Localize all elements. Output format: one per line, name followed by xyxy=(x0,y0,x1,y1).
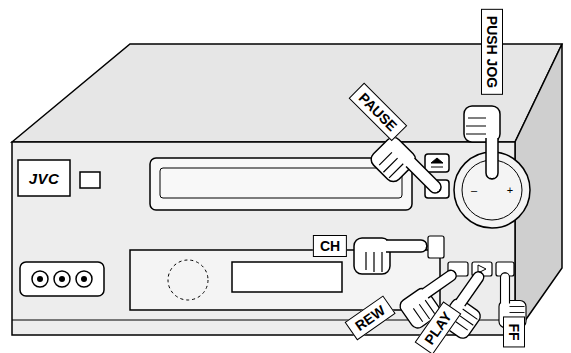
dial-mark: + xyxy=(507,185,513,196)
button-tag: PUSH JOG xyxy=(481,9,503,95)
dial-mark: – xyxy=(471,185,477,196)
brand-logo: JVC xyxy=(29,171,60,186)
button-tag: CH xyxy=(313,235,347,257)
button-tag: FF xyxy=(503,316,525,347)
